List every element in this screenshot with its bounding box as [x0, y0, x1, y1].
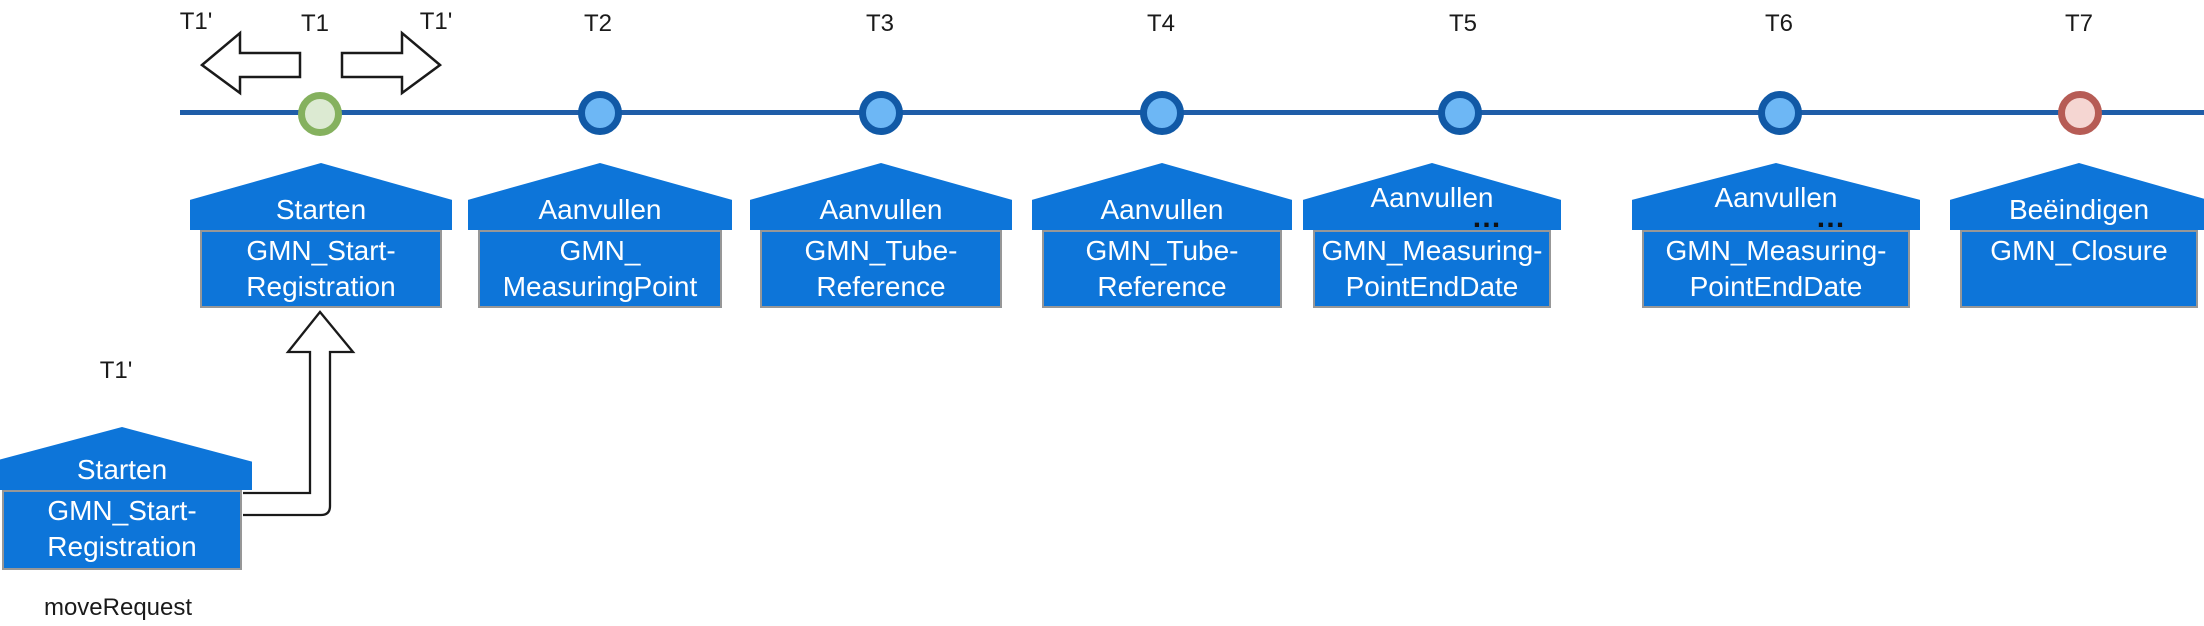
house-t2-body: GMN_ MeasuringPoint — [478, 230, 722, 308]
body-line: Reference — [816, 271, 946, 302]
body-line: Reference — [1097, 271, 1227, 302]
body-line: GMN_Start- — [47, 495, 197, 526]
time-label-t3: T3 — [865, 10, 895, 37]
body-line: GMN_Tube- — [804, 235, 958, 266]
time-label-t1-prime-move: T1' — [99, 357, 133, 384]
timeline-node-t6 — [1758, 91, 1802, 135]
time-label-t2: T2 — [583, 10, 613, 37]
timeline-node-t3 — [859, 91, 903, 135]
body-line: PointEndDate — [1345, 271, 1519, 302]
house-t3-body: GMN_Tube- Reference — [760, 230, 1002, 308]
shift-label-right: T1' — [419, 8, 453, 35]
roof-ellipsis: … — [1471, 201, 1503, 234]
body-line: GMN_Closure — [1990, 235, 2168, 266]
house-t4-body: GMN_Tube- Reference — [1042, 230, 1282, 308]
timeline-node-t5 — [1438, 91, 1482, 135]
house-t3-roof: Aanvullen — [750, 163, 1012, 230]
move-request-caption: moveRequest — [43, 594, 193, 621]
roof-label: Aanvullen — [538, 194, 662, 225]
house-t5-roof: Aanvullen … — [1303, 163, 1561, 230]
house-t7-body: GMN_Closure — [1960, 230, 2198, 308]
roof-label: Aanvullen — [1100, 194, 1224, 225]
body-line: GMN_Measuring- — [1665, 235, 1887, 266]
body-line: MeasuringPoint — [502, 271, 698, 302]
body-line: GMN_ — [559, 235, 641, 266]
time-label-t5: T5 — [1448, 10, 1478, 37]
house-t1-body: GMN_Start- Registration — [200, 230, 442, 308]
move-request-arrow-icon — [243, 310, 356, 517]
roof-label: Starten — [76, 454, 168, 485]
house-t6-body: GMN_Measuring- PointEndDate — [1642, 230, 1910, 308]
shift-label-left: T1' — [179, 8, 213, 35]
timeline-node-t1 — [298, 92, 342, 136]
body-line: GMN_Start- — [246, 235, 396, 266]
body-line: PointEndDate — [1689, 271, 1863, 302]
time-label-t6: T6 — [1764, 10, 1794, 37]
roof-label: Beëindigen — [2008, 194, 2150, 225]
house-t2-roof: Aanvullen — [468, 163, 732, 230]
house-move-request-roof: Starten — [0, 427, 252, 490]
shift-left-arrow-icon — [199, 30, 302, 96]
body-line: Registration — [246, 271, 396, 302]
shift-right-arrow-icon — [340, 30, 443, 96]
time-label-t7: T7 — [2064, 10, 2094, 37]
timeline-line — [180, 110, 2204, 115]
house-t5-body: GMN_Measuring- PointEndDate — [1313, 230, 1551, 308]
house-t4-roof: Aanvullen — [1032, 163, 1292, 230]
time-label-t4: T4 — [1146, 10, 1176, 37]
roof-label: Starten — [275, 194, 367, 225]
roof-label: Aanvullen — [819, 194, 943, 225]
house-t1-roof: Starten — [190, 163, 452, 230]
roof-ellipsis: … — [1815, 201, 1847, 234]
timeline-node-t2 — [578, 91, 622, 135]
roof-label: Aanvullen — [1370, 182, 1494, 213]
body-line: GMN_Tube- — [1085, 235, 1239, 266]
timeline-node-t4 — [1140, 91, 1184, 135]
body-line: Registration — [47, 531, 197, 562]
house-t7-roof: Beëindigen — [1950, 163, 2204, 230]
house-move-request-body: GMN_Start- Registration — [2, 490, 242, 570]
timeline-node-t7 — [2058, 91, 2102, 135]
body-line: GMN_Measuring- — [1321, 235, 1543, 266]
house-t6-roof: Aanvullen … — [1632, 163, 1920, 230]
time-label-t1: T1 — [300, 10, 330, 37]
roof-label: Aanvullen — [1714, 182, 1838, 213]
shift-arrows-graphic — [199, 30, 443, 96]
